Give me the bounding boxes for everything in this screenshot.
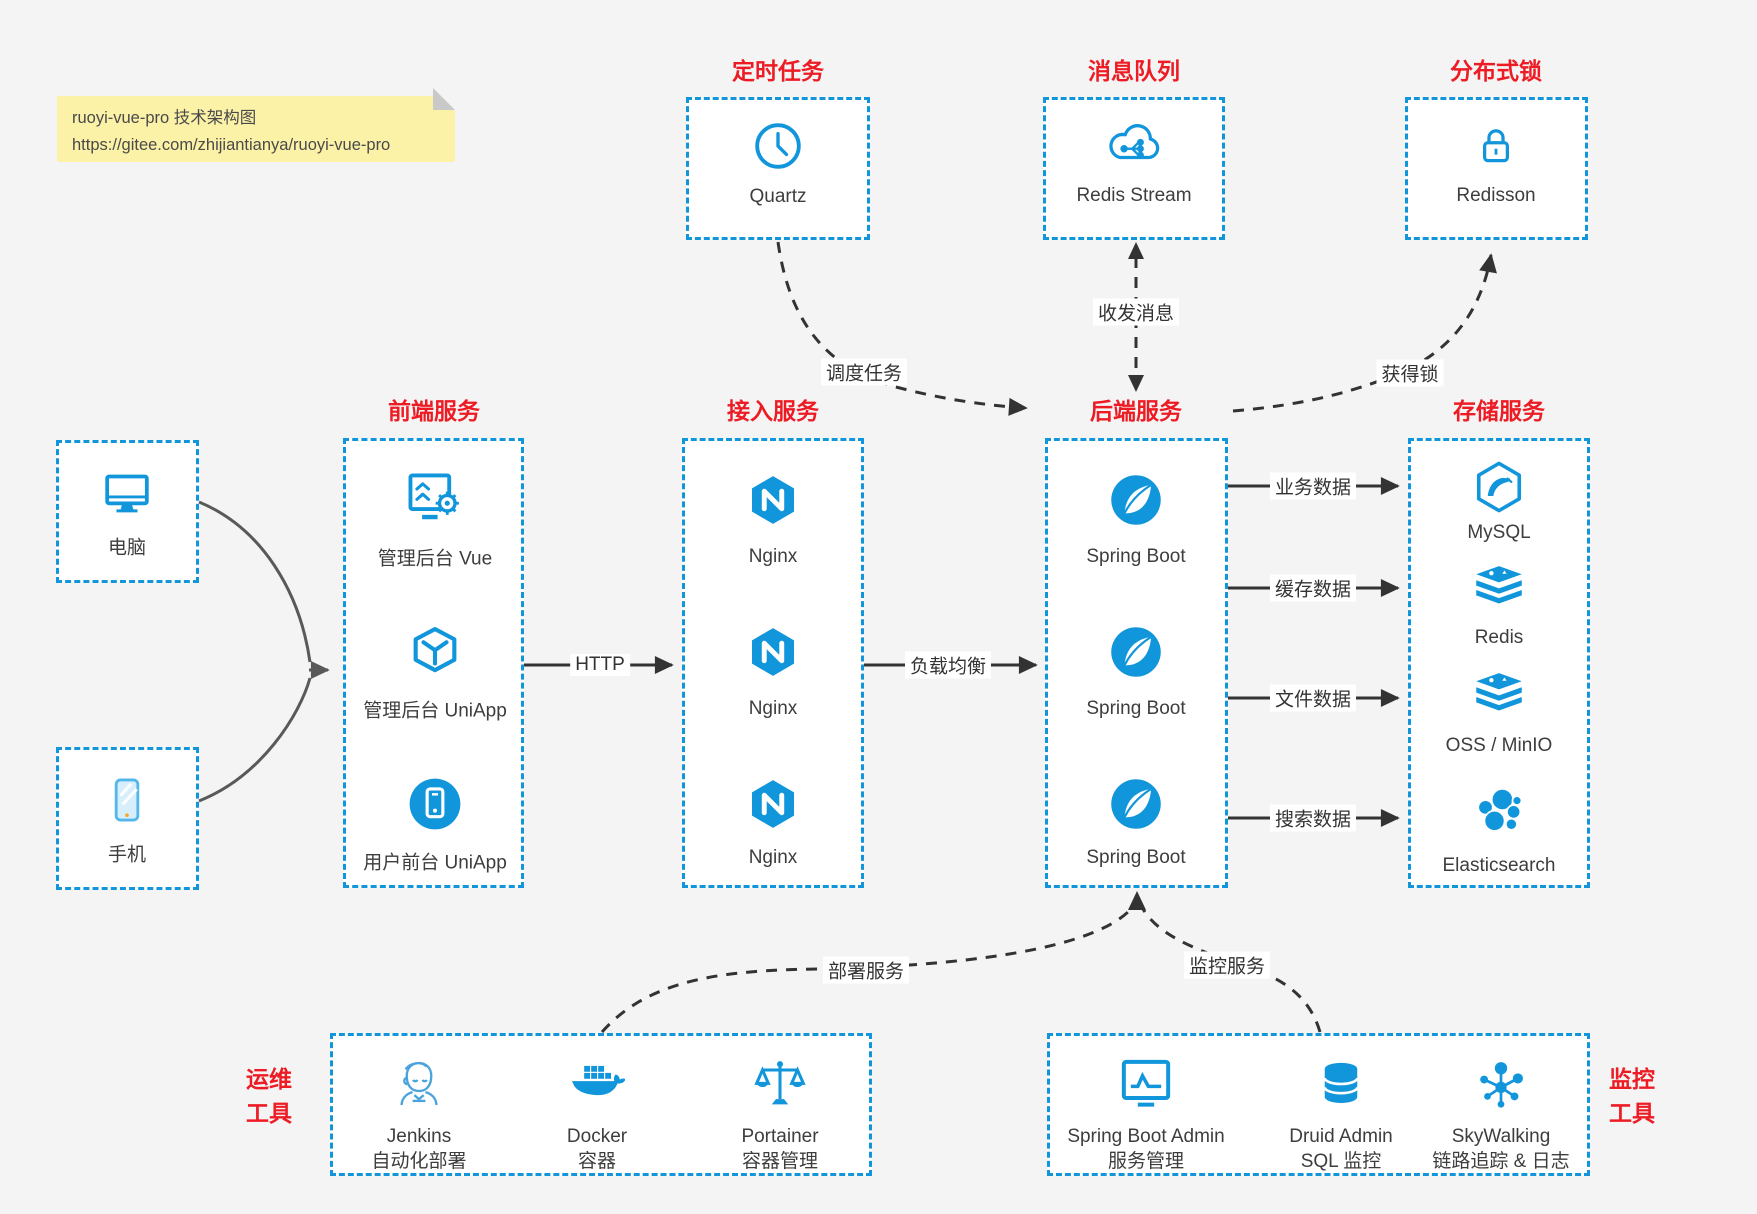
node-label: Redis — [1474, 627, 1524, 648]
devops-item-label: Docker 容器 — [566, 1126, 628, 1172]
monitoring-item-label: Spring Boot Admin 服务管理 — [1067, 1126, 1225, 1172]
devops-tools-label: 运维 工具 — [246, 1066, 292, 1126]
lock-box — [1405, 97, 1588, 240]
node-label: 管理后台 UniApp — [363, 700, 507, 722]
desktop-icon — [99, 466, 155, 522]
edge-label-monitor-service: 监控服务 — [1183, 951, 1271, 979]
message-arrowhead-down — [1128, 375, 1144, 392]
note-fold-corner — [433, 88, 455, 110]
edge-label-business-data: 业务数据 — [1269, 472, 1357, 500]
node-label: Elasticsearch — [1442, 855, 1556, 876]
node-label: Spring Boot — [1086, 698, 1186, 719]
group-title-storage: 存储服务 — [1453, 398, 1545, 424]
backend-bottom-arrowhead — [1128, 891, 1146, 910]
group-title-backend: 后端服务 — [1090, 398, 1182, 424]
group-title-frontend: 前端服务 — [388, 398, 480, 424]
spring-boot-admin-icon — [1118, 1056, 1174, 1112]
monitoring-item-label: SkyWalking 链路追踪 & 日志 — [1432, 1126, 1570, 1172]
edge-label-message: 收发消息 — [1092, 298, 1180, 326]
edge-label-file-data: 文件数据 — [1269, 684, 1357, 712]
portainer-icon — [752, 1056, 808, 1112]
druid-icon — [1315, 1058, 1367, 1110]
edge-label-load-balance: 负载均衡 — [904, 651, 992, 679]
monitoring-item-label: Druid Admin SQL 监控 — [1289, 1126, 1393, 1172]
nginx-icon — [745, 624, 801, 680]
sticky-note: ruoyi-vue-pro 技术架构图 https://gitee.com/zh… — [57, 88, 455, 162]
clients-to-frontend-curve — [198, 500, 330, 803]
edge-label-cache-data: 缓存数据 — [1269, 574, 1357, 602]
node-label: Redisson — [1456, 185, 1536, 206]
skywalking-icon — [1474, 1057, 1528, 1111]
phone-icon — [101, 774, 153, 826]
node-label: Nginx — [748, 847, 798, 868]
node-label: MySQL — [1467, 522, 1531, 543]
nginx-icon — [745, 776, 801, 832]
docker-icon — [569, 1056, 626, 1112]
clock-icon — [751, 119, 805, 173]
edge-label-deploy-service: 部署服务 — [822, 956, 910, 984]
acquire-lock-arrow — [1232, 253, 1497, 413]
admin-vue-icon — [404, 469, 466, 531]
node-label: Quartz — [749, 186, 807, 207]
group-title-gateway: 接入服务 — [727, 398, 819, 424]
spring-boot-icon — [1107, 471, 1165, 529]
node-label: 手机 — [107, 844, 147, 866]
devops-box — [330, 1033, 872, 1176]
node-label: 电脑 — [107, 537, 147, 559]
message-arrowhead-up — [1128, 242, 1144, 259]
node-label: Spring Boot — [1086, 546, 1186, 567]
lock-icon — [1470, 120, 1522, 172]
monitoring-tools-label: 监控 工具 — [1609, 1066, 1655, 1126]
edge-label-schedule-job: 调度任务 — [820, 358, 908, 386]
mysql-icon — [1472, 460, 1526, 514]
cloud-network-icon — [1106, 119, 1162, 175]
oss-icon — [1473, 671, 1525, 723]
edge-label-http: HTTP — [570, 654, 630, 676]
mq-box — [1043, 97, 1225, 240]
note-title: ruoyi-vue-pro 技术架构图 — [72, 109, 257, 127]
devops-item-label: Jenkins 自动化部署 — [371, 1126, 467, 1172]
devops-item-label: Portainer 容器管理 — [741, 1126, 819, 1172]
edge-label-search-data: 搜索数据 — [1269, 804, 1357, 832]
node-label: Spring Boot — [1086, 847, 1186, 868]
node-label: Nginx — [748, 546, 798, 567]
node-label: Nginx — [748, 698, 798, 719]
group-title-mq: 消息队列 — [1088, 58, 1180, 84]
spring-boot-icon — [1107, 623, 1165, 681]
node-label: OSS / MinIO — [1445, 735, 1553, 756]
uniapp-cube-icon — [406, 623, 464, 681]
user-app-icon — [406, 775, 464, 833]
node-label: 管理后台 Vue — [377, 548, 493, 570]
group-title-lock: 分布式锁 — [1450, 58, 1542, 84]
nginx-icon — [745, 472, 801, 528]
redis-icon — [1473, 564, 1525, 616]
node-label: 用户前台 UniApp — [363, 852, 507, 874]
edge-label-acquire-lock: 获得锁 — [1376, 359, 1444, 387]
node-label: Redis Stream — [1076, 185, 1192, 206]
spring-boot-icon — [1107, 775, 1165, 833]
note-url: https://gitee.com/zhijiantianya/ruoyi-vu… — [72, 136, 391, 155]
jenkins-icon — [391, 1056, 447, 1112]
group-title-scheduler: 定时任务 — [732, 58, 824, 84]
elasticsearch-icon — [1472, 786, 1526, 840]
